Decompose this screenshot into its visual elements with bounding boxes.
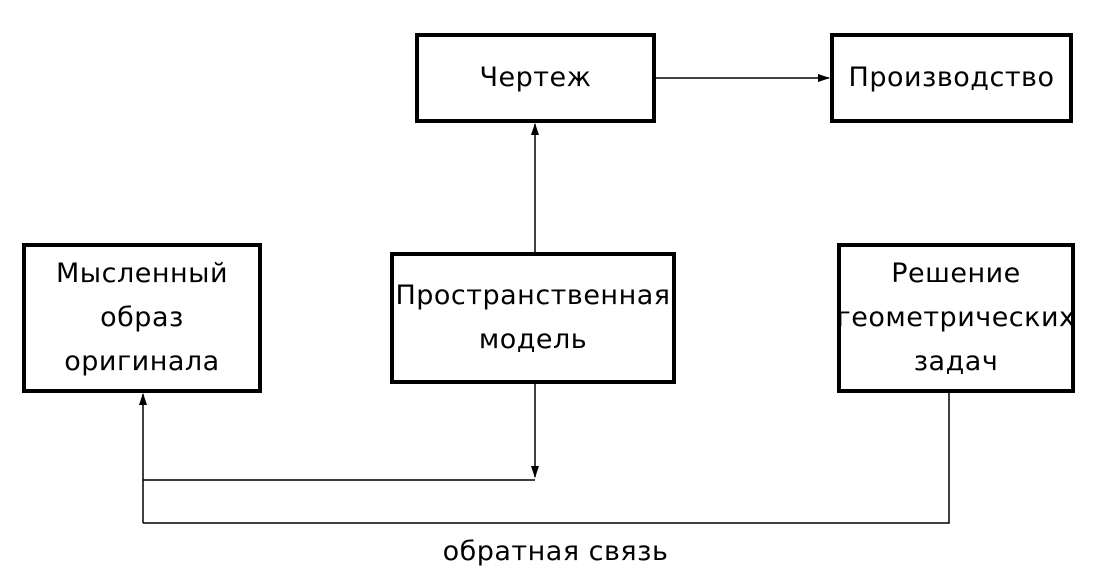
block-geometry-solution-line-1: Решение xyxy=(891,258,1021,289)
block-production-label: Производство xyxy=(848,62,1055,93)
block-mental-image-line-3: оригинала xyxy=(64,346,220,377)
block-geometry-solution-line-2: геометрических xyxy=(836,302,1076,333)
block-mental-image-line-1: Мысленный xyxy=(56,258,228,289)
block-spatial-model: Пространственная модель xyxy=(390,252,676,384)
block-spatial-model-line-2: модель xyxy=(478,324,588,355)
feedback-label: обратная связь xyxy=(442,536,669,567)
block-drawing: Чертеж xyxy=(415,33,656,123)
block-geometry-solution: Решение геометрических задач xyxy=(837,243,1075,393)
block-mental-image-line-2: образ xyxy=(100,302,184,333)
block-spatial-model-line-1: Пространственная xyxy=(395,280,671,311)
feedback-line-outer xyxy=(143,393,950,524)
block-drawing-label: Чертеж xyxy=(479,62,592,93)
block-mental-image: Мысленный образ оригинала xyxy=(22,243,262,393)
block-production: Производство xyxy=(830,33,1073,123)
block-geometry-solution-line-3: задач xyxy=(913,346,999,377)
